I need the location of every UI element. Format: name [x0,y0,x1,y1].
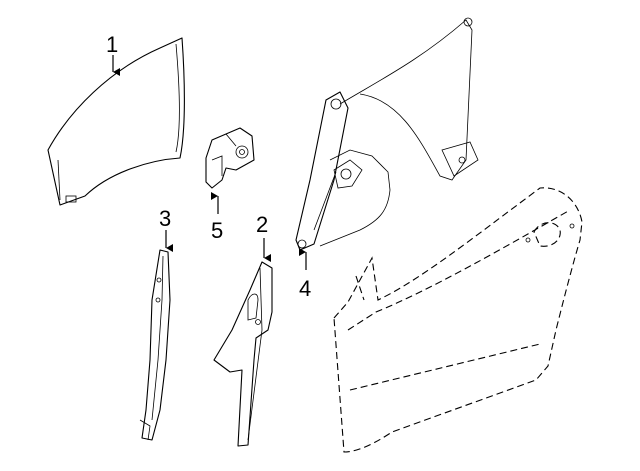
callout-3-label: 3 [159,206,171,231]
front-channel-part[interactable] [213,261,273,447]
callout-4: 4 [299,248,311,301]
callout-2-label: 2 [256,212,268,237]
callout-5-label: 5 [211,218,223,243]
door-shell-outline [333,187,583,453]
window-regulator-part[interactable] [295,17,479,251]
callout-4-label: 4 [299,276,311,301]
callout-2: 2 [256,212,271,262]
callout-3: 3 [159,206,173,252]
callout-1: 1 [106,32,120,76]
callout-5: 5 [211,192,223,243]
callout-1-label: 1 [106,32,118,57]
door-glass-part[interactable] [47,37,185,206]
window-motor-part[interactable] [205,127,255,189]
rear-channel-part[interactable] [139,249,171,441]
